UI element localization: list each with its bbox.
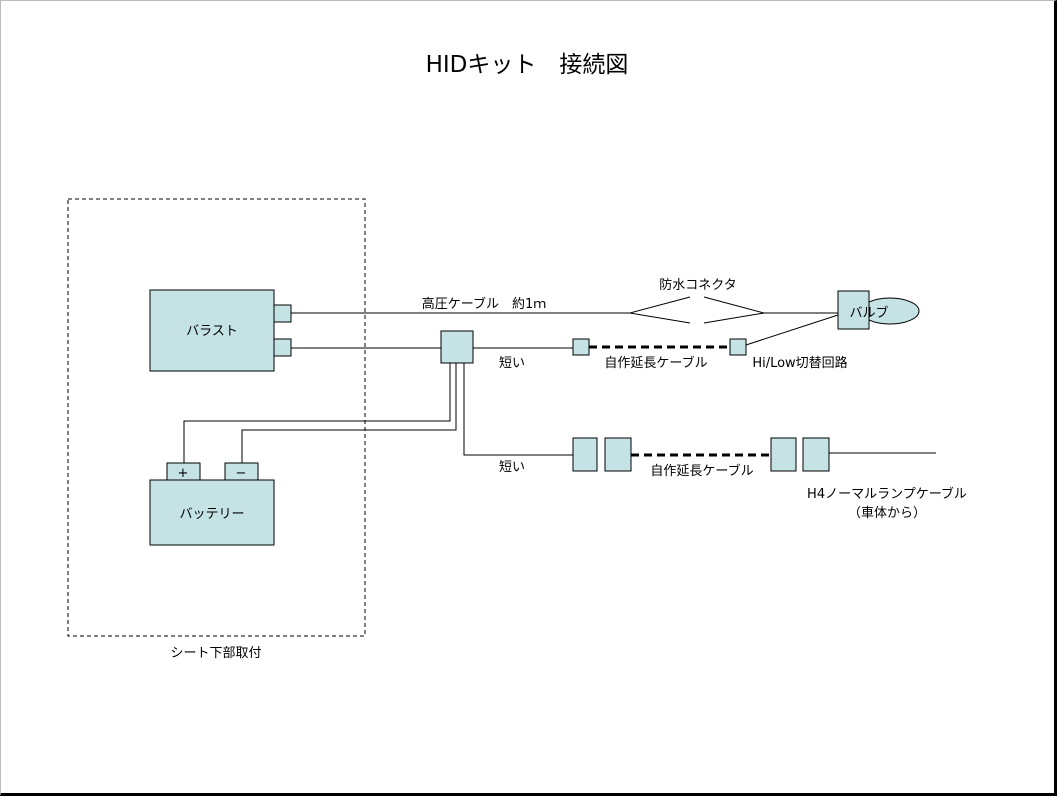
junction-to-h4-line xyxy=(463,363,573,456)
ballast-box xyxy=(149,289,275,372)
h4-connector-a xyxy=(572,437,598,472)
h4-cable-label-line1: H4ノーマルランプケーブル xyxy=(807,486,967,502)
extension-cable-label-1: 自作延長ケーブル xyxy=(604,355,707,371)
ballast-label: バラスト xyxy=(186,324,238,339)
battery-minus-label: − xyxy=(236,466,247,481)
diagram-title: HIDキット 接続図 xyxy=(426,52,629,78)
h4-connector-c xyxy=(770,437,797,472)
battery-minus-wire xyxy=(241,363,457,463)
battery-box xyxy=(149,479,275,546)
short-label-2: 短い xyxy=(499,460,525,475)
junction-box xyxy=(440,330,474,364)
under-seat-region xyxy=(67,198,366,637)
hi-low-to-bulb-line xyxy=(745,314,839,346)
h4-connector-b xyxy=(604,437,632,472)
extension-connector-a xyxy=(572,338,590,356)
h4-cable-label-line2: （車体から） xyxy=(848,506,926,521)
h4-connector-d xyxy=(802,437,830,472)
battery-plus-wire xyxy=(183,363,451,463)
bulb-label: バルブ xyxy=(849,305,888,321)
battery-label: バッテリー xyxy=(179,507,244,522)
ballast-terminal-bottom xyxy=(273,338,292,357)
high-voltage-cable-label: 高圧ケーブル 約1ｍ xyxy=(422,296,547,312)
waterproof-connector-symbol xyxy=(629,296,765,324)
hi-low-circuit-label: Hi/Low切替回路 xyxy=(752,355,847,371)
extension-cable-label-2: 自作延長ケーブル xyxy=(650,463,753,479)
short-label-1: 短い xyxy=(499,356,525,371)
battery-plus-label: + xyxy=(178,466,189,481)
hi-low-circuit-box xyxy=(729,338,747,356)
bulb-base xyxy=(837,290,870,330)
under-seat-label: シート下部取付 xyxy=(170,646,261,661)
waterproof-connector-label: 防水コネクタ xyxy=(659,277,736,293)
ballast-terminal-top xyxy=(273,304,292,323)
